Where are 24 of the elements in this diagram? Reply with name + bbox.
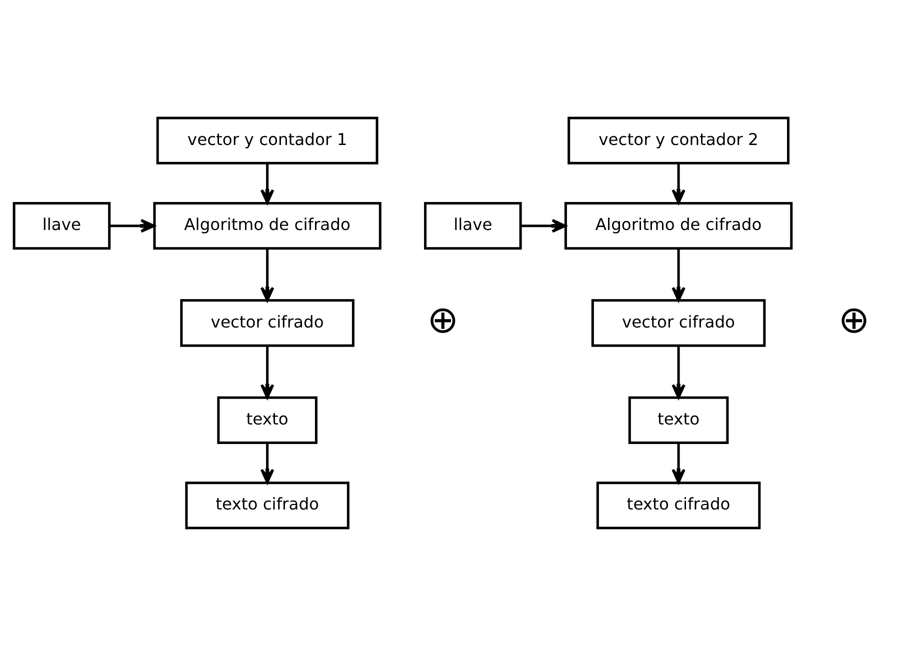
arrow bbox=[672, 443, 686, 484]
arrow bbox=[520, 218, 566, 233]
arrow bbox=[672, 164, 686, 204]
arrow bbox=[260, 164, 274, 204]
node-box: vector cifrado bbox=[591, 299, 766, 347]
node-box: vector cifrado bbox=[180, 299, 354, 347]
arrow bbox=[260, 346, 274, 399]
label: ⊕ bbox=[427, 297, 459, 342]
node-box: llave bbox=[12, 202, 111, 250]
arrow bbox=[110, 218, 156, 233]
label: ⊕ bbox=[838, 297, 870, 342]
node-box: Algoritmo de cifrado bbox=[153, 202, 382, 250]
node-box: texto bbox=[217, 396, 318, 444]
node-box: vector y contador 1 bbox=[156, 116, 378, 164]
node-box: llave bbox=[424, 202, 522, 250]
node-box: vector y contador 2 bbox=[568, 116, 790, 164]
node-box: texto bbox=[628, 396, 729, 444]
arrow bbox=[260, 443, 274, 484]
node-box: Algoritmo de cifrado bbox=[564, 202, 793, 250]
arrow bbox=[672, 248, 686, 302]
arrow bbox=[260, 248, 274, 302]
node-box: texto cifrado bbox=[185, 482, 350, 530]
arrow bbox=[672, 346, 686, 399]
node-box: texto cifrado bbox=[596, 482, 761, 530]
